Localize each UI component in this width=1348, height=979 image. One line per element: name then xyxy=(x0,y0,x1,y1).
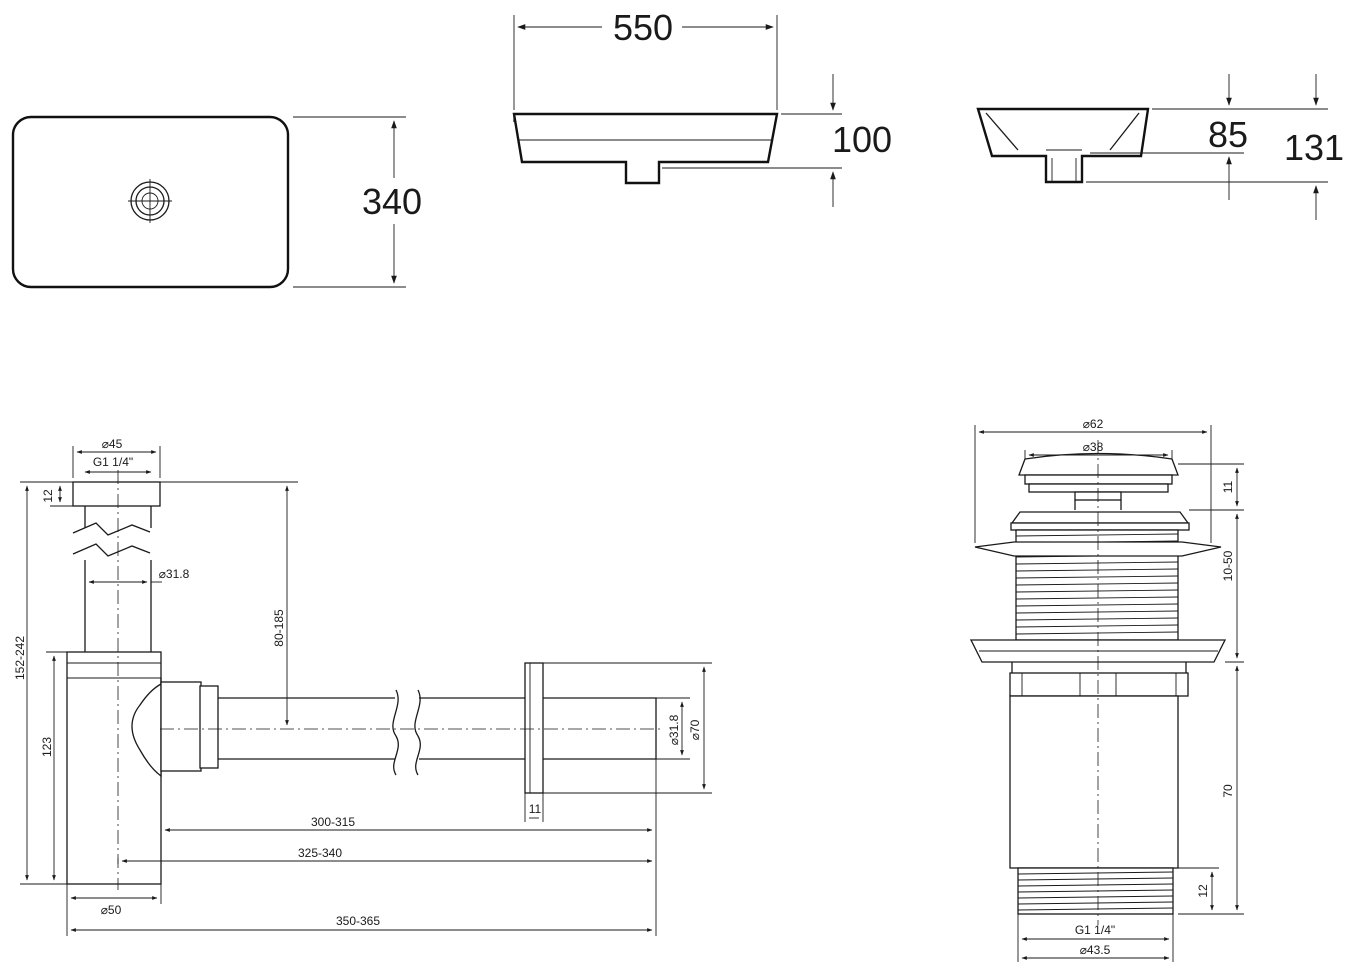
drain-thread-label: G1 1/4" xyxy=(1075,923,1115,937)
siphon-drop-dimension: 80-185 xyxy=(160,481,298,726)
basin-depth-label: 340 xyxy=(362,181,422,222)
drain-cap-diameter-dimension: ⌀38 xyxy=(1024,440,1173,460)
basin-inner-depth-dimension: 85 xyxy=(1090,74,1328,200)
siphon-flange-thickness-dimension: 11 xyxy=(524,793,544,822)
siphon-pipe-diameter-dimension: ⌀31.8 xyxy=(88,567,190,584)
drain-valve-drawing: ⌀62 ⌀38 11 10-50 70 12 xyxy=(969,417,1244,962)
siphon-length-3-label: 350-365 xyxy=(336,914,380,928)
siphon-body-height-label: 123 xyxy=(40,737,54,757)
basin-inner-depth-label: 85 xyxy=(1208,114,1248,155)
drain-valve-body xyxy=(1009,695,1179,869)
basin-depth-dimension: 340 xyxy=(293,116,422,288)
siphon-total-height-dimension: 152-242 xyxy=(13,481,73,885)
siphon-drawing: ⌀45 G1 1/4" 12 ⌀31.8 152-242 123 xyxy=(13,437,712,936)
siphon-total-height-label: 152-242 xyxy=(13,636,27,680)
drain-body-length-label: 70 xyxy=(1221,784,1235,798)
siphon-length-dimensions: 300-315 325-340 ⌀50 350-365 xyxy=(66,759,657,936)
siphon-ring-height-dimension: 12 xyxy=(41,481,73,507)
basin-width-dimension: 550 xyxy=(513,7,778,110)
siphon-flange-thickness-label: 11 xyxy=(529,802,542,816)
drain-bottom-diameter-label: ⌀43.5 xyxy=(1080,943,1111,957)
drain-cap-diameter-label: ⌀38 xyxy=(1083,440,1104,454)
drain-cap-height-dimension: 11 xyxy=(1178,463,1244,511)
siphon-body-height-dimension: 123 xyxy=(40,651,67,881)
siphon-pipe-diameter-label: ⌀31.8 xyxy=(159,567,190,581)
basin-height-dimension: 100 xyxy=(662,74,892,207)
drain-cap-height-label: 11 xyxy=(1221,480,1235,493)
drain-valve-cap xyxy=(1018,452,1179,476)
siphon-flange-diameter-label: ⌀70 xyxy=(688,719,702,740)
siphon-drop-label: 80-185 xyxy=(272,609,286,647)
basin-width-label: 550 xyxy=(613,7,673,48)
siphon-body-diameter-label: ⌀50 xyxy=(101,903,122,917)
basin-front-view: 550 100 xyxy=(512,7,892,207)
drain-body-length-dimension: 70 xyxy=(1178,665,1244,915)
siphon-body xyxy=(66,651,162,885)
siphon-top-diameter-dimension: ⌀45 G1 1/4" xyxy=(72,437,161,478)
siphon-wall-flange xyxy=(524,662,544,794)
siphon-length-1-label: 300-315 xyxy=(311,815,355,829)
drain-flange-diameter-dimension: ⌀62 xyxy=(974,417,1212,543)
drain-hole-symbol xyxy=(128,179,172,223)
siphon-outlet-dimensions: ⌀31.8 ⌀70 xyxy=(543,662,712,794)
basin-top-view: 340 xyxy=(11,115,422,289)
drain-bottom-thread-height-label: 12 xyxy=(1196,884,1210,898)
drain-thread-range-dimension: 10-50 xyxy=(1221,513,1244,663)
drain-bottom-thread-dimension: G1 1/4" ⌀43.5 xyxy=(1017,914,1174,962)
siphon-top-diameter-label: ⌀45 xyxy=(102,437,123,451)
siphon-outlet-pipe-label: ⌀31.8 xyxy=(667,714,681,745)
siphon-ring-height-label: 12 xyxy=(41,489,55,503)
basin-total-height-dimension: 131 xyxy=(1086,74,1344,220)
drain-bottom-thread-height-dimension: 12 xyxy=(1178,867,1219,911)
siphon-thread-label: G1 1/4" xyxy=(93,455,133,469)
siphon-length-2-label: 325-340 xyxy=(298,846,342,860)
drain-thread-range-label: 10-50 xyxy=(1221,550,1235,581)
basin-height-label: 100 xyxy=(832,119,892,160)
basin-total-height-label: 131 xyxy=(1284,127,1344,168)
siphon-top-ring xyxy=(72,481,161,507)
drain-flange-diameter-label: ⌀62 xyxy=(1083,417,1104,431)
basin-side-view: 85 131 xyxy=(976,74,1344,220)
